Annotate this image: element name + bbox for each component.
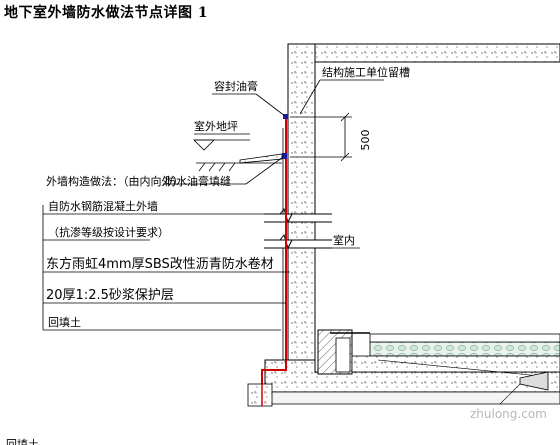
- indoor-label: 室内: [333, 233, 355, 247]
- ground-level-symbol: [193, 139, 215, 151]
- floor-concrete: [351, 355, 560, 373]
- rc-wall-label-line1: 自防水钢筋混凝土外墙: [48, 199, 158, 213]
- watermark: zhulong.com: [470, 407, 547, 421]
- sump-opening: [335, 337, 351, 373]
- bottom-cut-text: 回填土: [6, 437, 39, 445]
- mortar-layer-label: 20厚1:2.5砂浆保护层: [46, 288, 174, 303]
- page-title: 地下室外墙防水做法节点详图 1: [4, 5, 209, 21]
- base-slab-lower: [264, 391, 560, 405]
- waterproof-filler-label: 防水油膏填缝: [165, 174, 231, 188]
- construction-slot-label: 结构施工单位留槽: [322, 65, 410, 79]
- floor-topping: [369, 333, 560, 343]
- drain-pipe: [519, 371, 549, 391]
- backfill-label: 回填土: [48, 315, 81, 329]
- dimension-500: [290, 112, 352, 162]
- top-slab: [287, 43, 560, 69]
- dimension-500-text: 500: [359, 130, 372, 151]
- filler-mark: [282, 153, 287, 159]
- outdoor-slab: [239, 153, 283, 164]
- sealant-label: 容封油膏: [214, 79, 258, 93]
- wall-middle: [287, 221, 316, 241]
- wall-lower: [287, 247, 316, 361]
- outdoor-ground-label: 室外地坪: [194, 119, 238, 133]
- floor-insulation: [369, 341, 560, 357]
- sbs-membrane-label: 东方雨虹4mm厚SBS改性沥青防水卷材: [46, 256, 274, 272]
- wall-layers-heading: 外墙构造做法：（由内向外）: [46, 174, 184, 188]
- rc-wall-label-line2: （抗渗等级按设计要求）: [48, 225, 169, 239]
- wall-upper: [287, 43, 316, 215]
- ground-hatch: [198, 162, 236, 172]
- footing-protection: [247, 383, 273, 407]
- sealant-mark: [283, 114, 288, 119]
